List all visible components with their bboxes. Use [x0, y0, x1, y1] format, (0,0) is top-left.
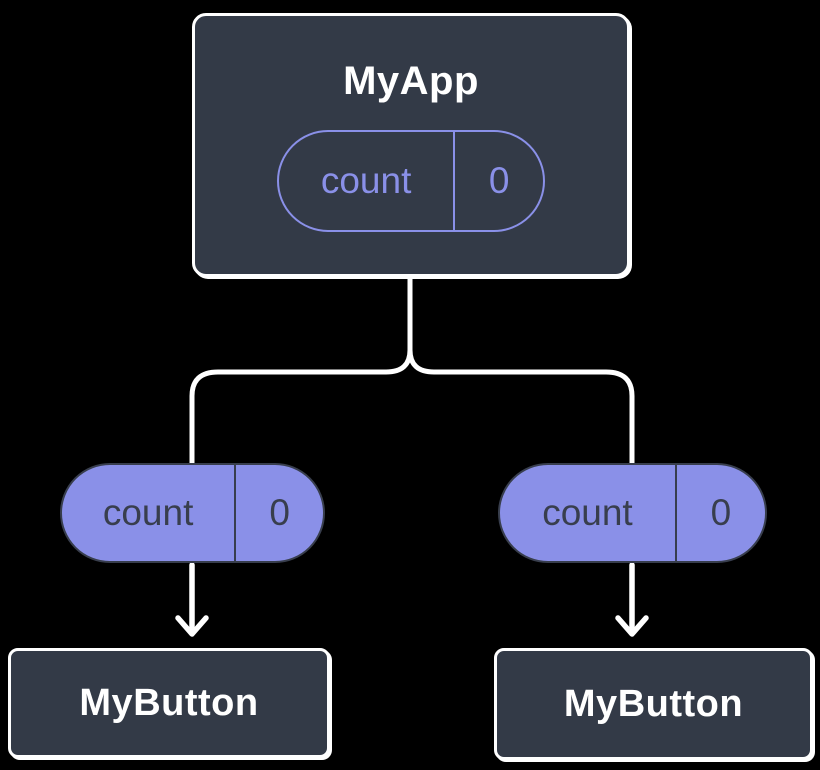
- prop-pill-right: count 0: [498, 463, 767, 563]
- branch-line-left: [189, 278, 413, 464]
- prop-pill-right-name: count: [500, 465, 677, 561]
- mybutton-right-title: MyButton: [563, 682, 744, 725]
- arrow-right: [615, 562, 649, 637]
- state-pill-value: 0: [488, 159, 510, 201]
- branch-line-right: [407, 278, 635, 464]
- prop-pill-left: count 0: [60, 463, 325, 563]
- arrowhead-right-icon: [615, 615, 649, 637]
- arrow-left: [175, 562, 209, 637]
- myapp-title: MyApp: [343, 58, 479, 103]
- mybutton-node-left: MyButton: [8, 648, 330, 758]
- myapp-node: MyApp count 0: [192, 13, 630, 277]
- arrowhead-left-icon: [175, 615, 209, 637]
- prop-pill-left-value: 0: [269, 492, 290, 533]
- mybutton-node-right: MyButton: [494, 648, 813, 760]
- prop-pill-right-value: 0: [710, 492, 732, 533]
- prop-pill-left-name: count: [62, 465, 237, 561]
- state-pill-name: count: [279, 131, 456, 230]
- mybutton-left-title: MyButton: [79, 681, 259, 724]
- myapp-state-pill: count 0: [277, 129, 545, 232]
